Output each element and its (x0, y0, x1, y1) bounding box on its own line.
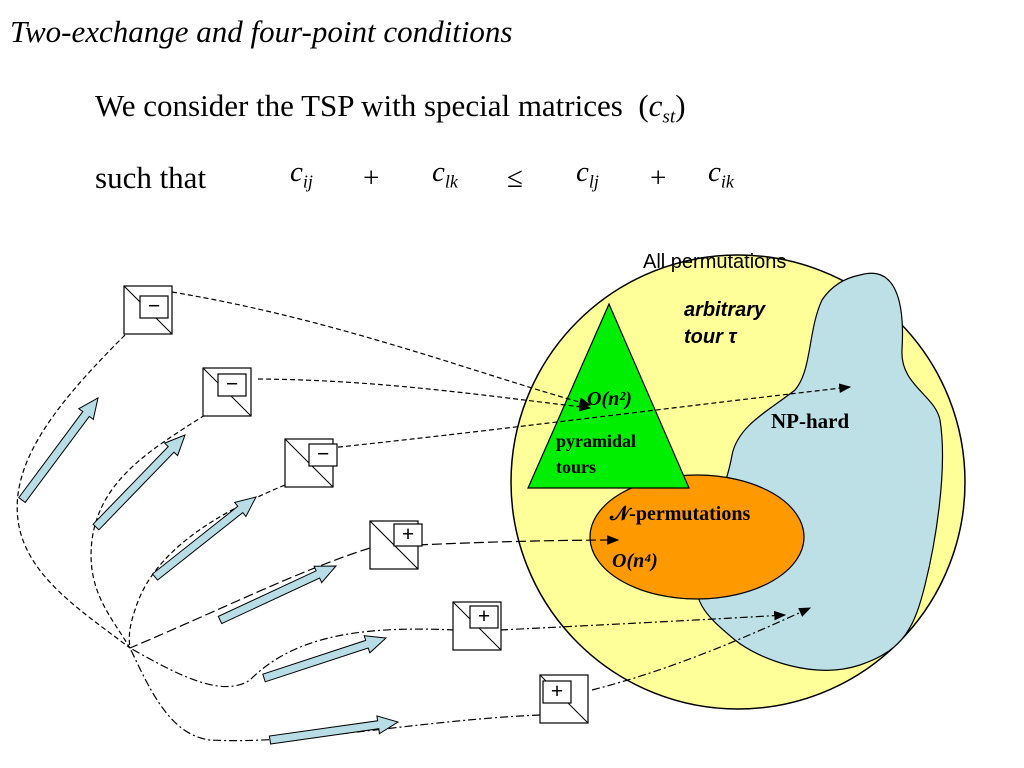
all-permutations-label: All permutations (643, 251, 786, 273)
left-curve-1 (16, 334, 131, 649)
intro-text: We consider the TSP with special matrice… (95, 88, 623, 123)
pyramidal-tours-triangle (527, 302, 690, 489)
block-arrow-1 (18, 397, 99, 504)
matrix-notation: (cst) (638, 88, 686, 128)
sign-box-2-symbol: − (226, 371, 239, 396)
left-curve-6 (129, 647, 541, 742)
block-arrow-3 (151, 496, 257, 581)
left-curve-2 (90, 414, 206, 649)
left-curve-4 (129, 547, 371, 649)
block-arrow-2 (92, 434, 186, 531)
intro-line: We consider the TSP with special matrice… (95, 88, 686, 129)
block-arrow-5 (262, 635, 388, 683)
condition-lead: such that (95, 160, 207, 195)
slide-title: Two-exchange and four-point conditions (10, 14, 513, 49)
block-arrow-4 (217, 565, 338, 625)
dashdot-link-box6 (591, 607, 812, 691)
leq-sign: ≤ (507, 162, 523, 194)
left-curve-3 (128, 484, 286, 649)
dashed-link-box2 (257, 378, 592, 412)
sign-box-2: − (202, 367, 252, 417)
sign-box-3-symbol: − (317, 441, 330, 466)
plus-sign-1: + (363, 162, 380, 194)
n-complexity-label: O(n⁴) (612, 550, 658, 572)
pyramidal-label-2: tours (556, 457, 596, 477)
sign-box-1: − (123, 285, 173, 335)
pyramidal-label-1: pyramidal (556, 431, 636, 451)
dashed-link-box4 (417, 535, 620, 546)
left-curve-5 (129, 628, 456, 688)
pyramidal-complexity-label: O(n²) (587, 388, 632, 410)
sign-box-5-symbol: + (478, 603, 491, 628)
plus-sign-2: + (650, 162, 667, 194)
term-clk: clk (432, 156, 458, 192)
np-hard-label: NP-hard (771, 409, 849, 433)
dashed-link-box1 (171, 291, 592, 407)
n-permutations-ellipse (589, 474, 805, 600)
sign-box-5: + (452, 601, 502, 651)
sign-box-1-symbol: − (148, 293, 161, 318)
sign-box-3: − (284, 438, 338, 488)
sign-box-4-symbol: + (402, 521, 415, 546)
n-permutations-label: 𝒩-permutations (609, 503, 750, 525)
term-cik: cik (708, 156, 734, 192)
dashed-link-box3 (329, 383, 852, 449)
sign-box-6: + (539, 674, 589, 724)
dashdot-link-box5 (499, 610, 787, 631)
sign-box-6-symbol: + (551, 678, 564, 703)
term-cij: cij (290, 156, 313, 192)
sign-box-4: + (369, 520, 423, 570)
block-arrow-6 (268, 715, 400, 745)
arbitrary-tour-label-1: arbitrary (684, 299, 766, 321)
term-clj: clj (576, 156, 599, 192)
arbitrary-tour-label-2: tour τ (684, 326, 738, 348)
